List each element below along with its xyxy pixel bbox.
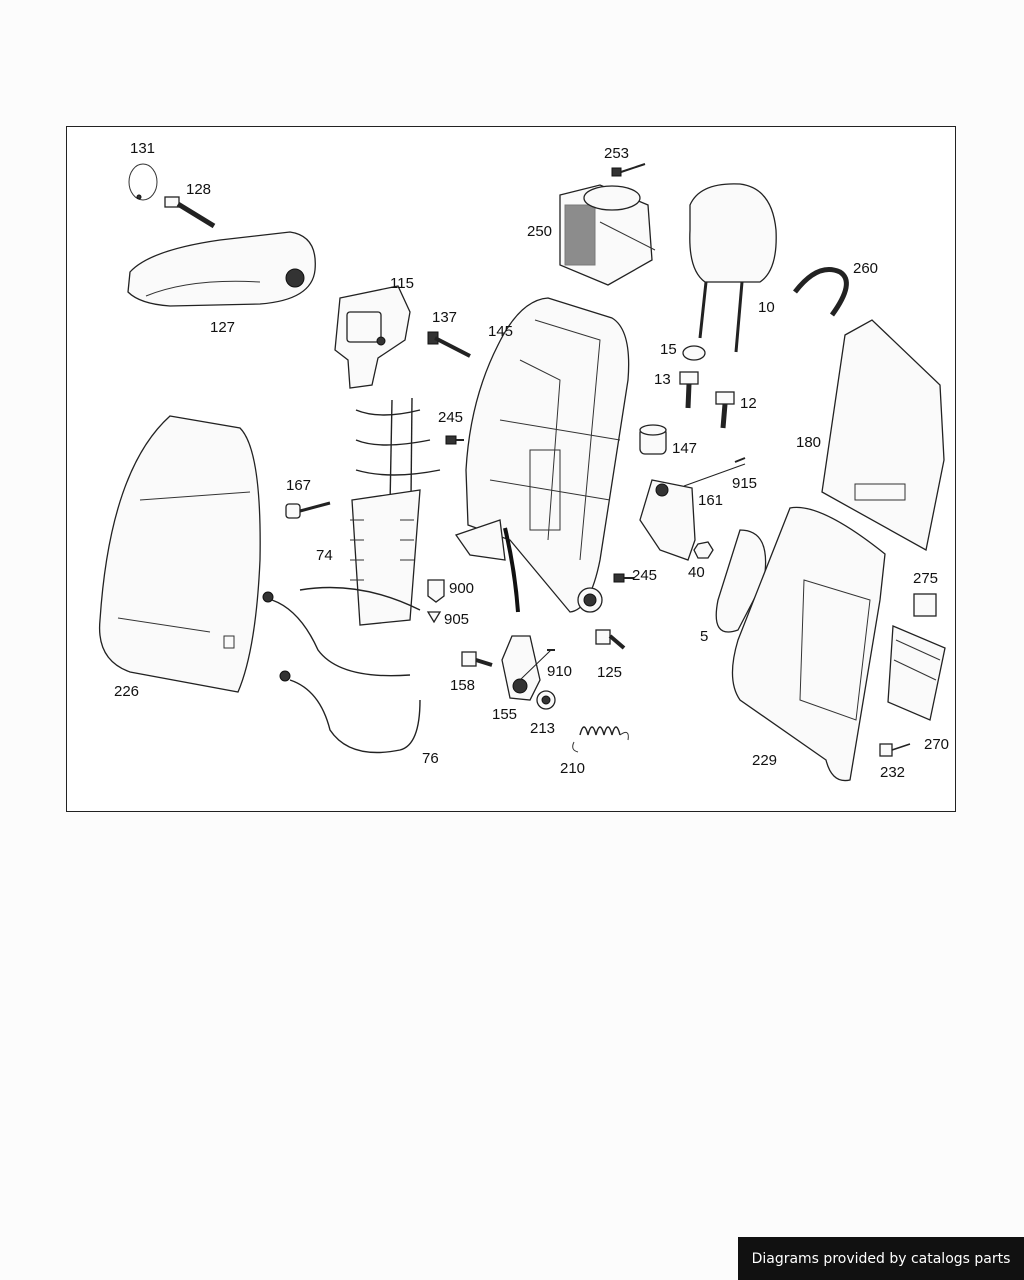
callout-147: 147 — [672, 440, 697, 457]
callout-229: 229 — [752, 752, 777, 769]
part-145-backrest-frame — [454, 297, 630, 613]
callout-226: 226 — [114, 683, 139, 700]
part-245-screw-lower — [613, 573, 634, 583]
part-260-tube — [793, 267, 849, 317]
footer-text: Diagrams provided by catalogs parts — [751, 1250, 1011, 1267]
callout-5: 5 — [700, 628, 708, 645]
callout-250: 250 — [527, 223, 552, 240]
part-15-guide-sleeve — [682, 345, 706, 361]
callout-161: 161 — [698, 492, 723, 509]
part-900-clip — [427, 579, 445, 603]
callout-167: 167 — [286, 477, 311, 494]
callout-128: 128 — [186, 181, 211, 198]
part-905-clip — [426, 611, 442, 624]
part-115-bracket — [334, 285, 411, 389]
part-253-screw — [611, 163, 646, 177]
callout-145: 145 — [488, 323, 513, 340]
callout-245-lower: 245 — [632, 567, 657, 584]
callout-270: 270 — [924, 736, 949, 753]
part-40-nut — [693, 541, 714, 559]
callout-127: 127 — [210, 319, 235, 336]
callout-40: 40 — [688, 564, 705, 581]
callout-180: 180 — [796, 434, 821, 451]
part-161-bracket — [639, 479, 696, 561]
callout-131: 131 — [130, 140, 155, 157]
part-5-side-panel — [715, 529, 767, 633]
footer-banner: Diagrams provided by catalogs parts — [738, 1237, 1024, 1280]
part-12-headrest-guide — [715, 391, 735, 429]
callout-76: 76 — [422, 750, 439, 767]
callout-900: 900 — [449, 580, 474, 597]
callout-232: 232 — [880, 764, 905, 781]
callout-13: 13 — [654, 371, 671, 388]
callout-910: 910 — [547, 663, 572, 680]
part-125-bolt — [595, 629, 626, 650]
part-76-cables — [262, 591, 421, 754]
callout-10: 10 — [758, 299, 775, 316]
callout-74: 74 — [316, 547, 333, 564]
callout-labels: 131 128 127 115 137 145 253 250 10 260 1… — [114, 140, 949, 781]
callout-275: 275 — [913, 570, 938, 587]
part-213-gear — [536, 690, 556, 710]
part-167-clip — [285, 501, 331, 519]
part-180-back-panel — [821, 319, 945, 552]
callout-915: 915 — [732, 475, 757, 492]
part-158-bolt — [461, 651, 493, 667]
part-245-screw-upper — [445, 435, 464, 445]
part-13-headrest-guide — [679, 371, 699, 409]
callout-245-upper: 245 — [438, 409, 463, 426]
part-137-bolt — [427, 331, 471, 358]
callout-253: 253 — [604, 145, 629, 162]
callout-12: 12 — [740, 395, 757, 412]
callout-210: 210 — [560, 760, 585, 777]
part-250-cupholder — [559, 184, 656, 286]
callout-115: 115 — [390, 275, 414, 292]
callout-260: 260 — [853, 260, 878, 277]
part-128-bolt — [164, 196, 216, 229]
part-127-armrest — [127, 231, 316, 307]
part-155-motor — [501, 635, 541, 701]
part-232-plug — [879, 743, 911, 757]
part-210-spring — [572, 726, 629, 753]
part-275-clip — [913, 593, 937, 617]
callout-137: 137 — [432, 309, 457, 326]
callout-15: 15 — [660, 341, 677, 358]
part-910-pin — [519, 649, 555, 681]
part-229-rear-shell — [731, 506, 886, 782]
callout-905: 905 — [444, 611, 469, 628]
callout-155: 155 — [492, 706, 517, 723]
part-915-pin — [683, 457, 746, 487]
callout-125: 125 — [597, 664, 622, 681]
callout-158: 158 — [450, 677, 475, 694]
part-270-pocket — [887, 625, 946, 721]
part-10-headrest — [689, 183, 777, 353]
part-147-bushing — [639, 424, 667, 455]
part-74-spring-mat — [299, 397, 441, 626]
part-131-ring — [128, 163, 158, 201]
part-226-backrest-cover — [98, 415, 261, 693]
callout-213: 213 — [530, 720, 555, 737]
